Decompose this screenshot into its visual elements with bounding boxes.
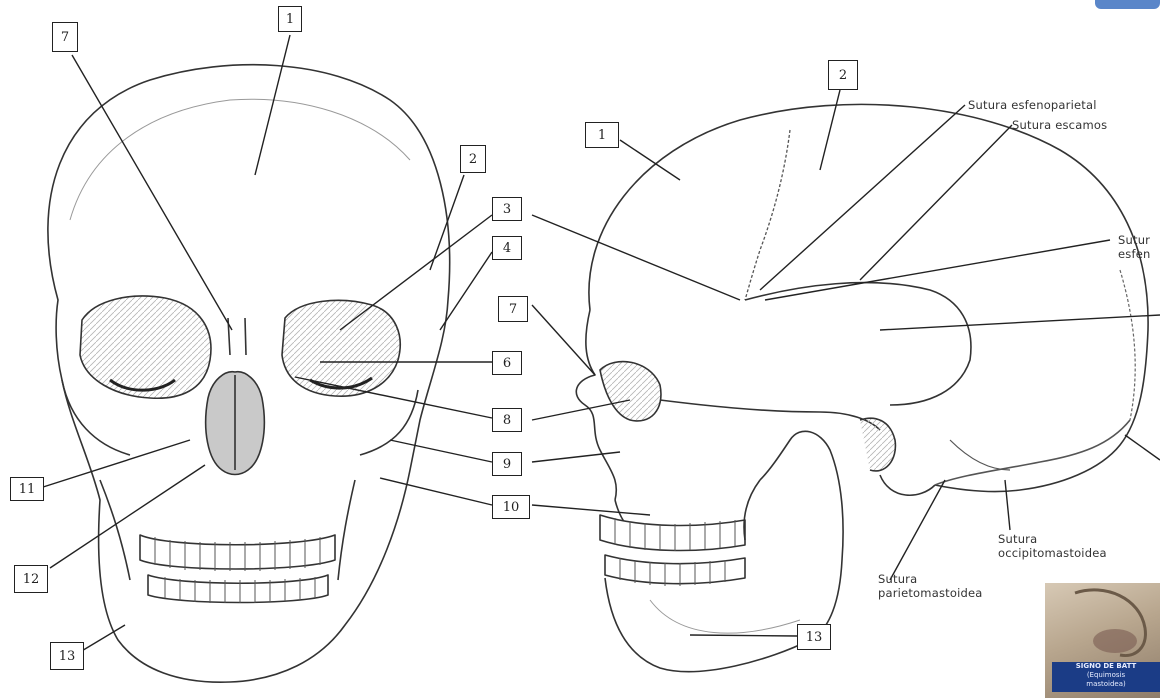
- front-right-orbit: [282, 300, 400, 396]
- callout-front-4: 4: [492, 236, 522, 260]
- caption-line-2: (Equimosis: [1052, 671, 1160, 680]
- callout-lateral-7: 7: [498, 296, 528, 322]
- callout-lateral-13: 13: [797, 624, 831, 650]
- callout-front-8: 8: [492, 408, 522, 432]
- callout-front-6: 6: [492, 351, 522, 375]
- label-sutura-esfenoparietal: Sutura esfenoparietal: [968, 99, 1097, 112]
- callout-front-13: 13: [50, 642, 84, 670]
- caption-line-3: mastoidea): [1052, 680, 1160, 689]
- callout-lateral-2: 2: [828, 60, 858, 90]
- label-sutura-esfeno-1: Sutur: [1118, 234, 1150, 247]
- caption-line-1: SIGNO DE BATT: [1052, 662, 1160, 671]
- lateral-lower-teeth: [605, 555, 745, 584]
- callout-front-11: 11: [10, 477, 44, 501]
- label-sutura-escamosa: Sutura escamos: [1012, 119, 1107, 132]
- battle-sign-caption: SIGNO DE BATT (Equimosis mastoidea): [1052, 662, 1160, 692]
- callout-front-1: 1: [278, 6, 302, 32]
- label-sutura-parieto-1: Sutura: [878, 573, 917, 586]
- front-upper-teeth: [140, 535, 335, 569]
- label-sutura-parieto-2: parietomastoidea: [878, 587, 983, 600]
- callout-front-10: 10: [492, 495, 530, 519]
- callout-front-2: 2: [460, 145, 486, 173]
- front-left-orbit: [80, 296, 211, 398]
- label-sutura-occipito-1: Sutura: [998, 533, 1037, 546]
- lateral-upper-teeth: [600, 515, 745, 550]
- lateral-orbit: [600, 362, 661, 421]
- callout-front-3: 3: [492, 197, 522, 221]
- front-skull: [48, 65, 450, 682]
- label-sutura-occipito-2: occipitomastoidea: [998, 547, 1107, 560]
- callout-front-9: 9: [492, 452, 522, 476]
- callout-front-7: 7: [52, 22, 78, 52]
- callout-front-12: 12: [14, 565, 48, 593]
- front-lower-teeth: [148, 575, 328, 603]
- label-sutura-esfeno-2: esfen: [1118, 248, 1150, 261]
- corner-tab: [1095, 0, 1160, 9]
- callout-lateral-1: 1: [585, 122, 619, 148]
